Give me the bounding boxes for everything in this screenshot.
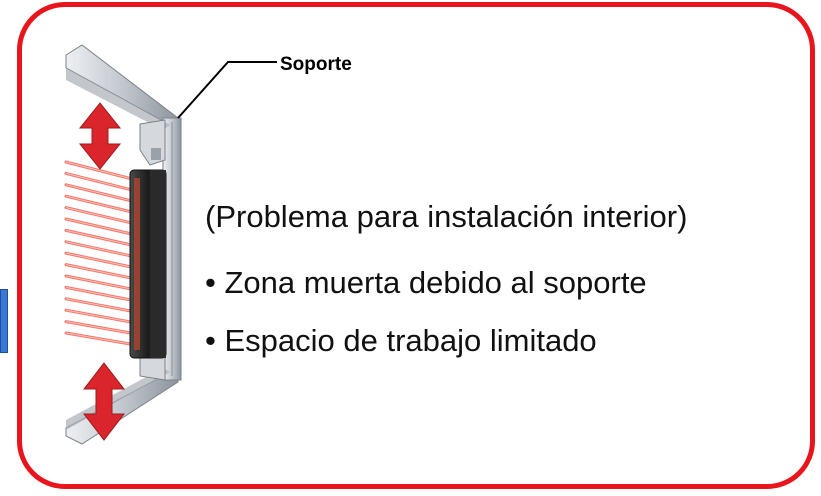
problem-item-dead-zone: • Zona muerta debido al soporte — [205, 265, 647, 300]
arrow-bottom-double — [82, 362, 126, 441]
light-beam-glow — [65, 332, 137, 346]
light-beam-glow — [65, 241, 137, 258]
light-beam-glow — [65, 309, 137, 324]
light-beam-glow — [65, 195, 137, 214]
sensor-bar — [129, 169, 167, 359]
bracket-callout-label: Soporte — [280, 54, 352, 75]
light-beam-glow — [65, 218, 137, 236]
callout-line — [177, 61, 277, 119]
light-beam-glow — [65, 184, 137, 203]
light-beam-glow — [65, 229, 137, 247]
light-beam-glow — [65, 321, 137, 335]
light-beam-glow — [65, 286, 137, 302]
light-beam-glow — [65, 161, 137, 181]
problem-list: • Zona muerta debido al soporte • Espaci… — [205, 265, 647, 381]
light-beam-glow — [65, 275, 137, 291]
light-beam-glow — [65, 298, 137, 313]
arrow-top-double — [78, 102, 122, 170]
problem-heading: (Problema para instalación interior) — [205, 199, 688, 234]
light-beam-glow — [65, 264, 137, 280]
side-tab-marker — [0, 289, 8, 353]
problem-item-workspace: • Espacio de trabajo limitado — [205, 323, 597, 358]
light-beam-glow — [65, 252, 137, 269]
light-beam-glow — [65, 172, 137, 192]
bracket-top — [139, 119, 166, 166]
light-beams — [64, 160, 138, 347]
light-beam-glow — [65, 207, 137, 225]
